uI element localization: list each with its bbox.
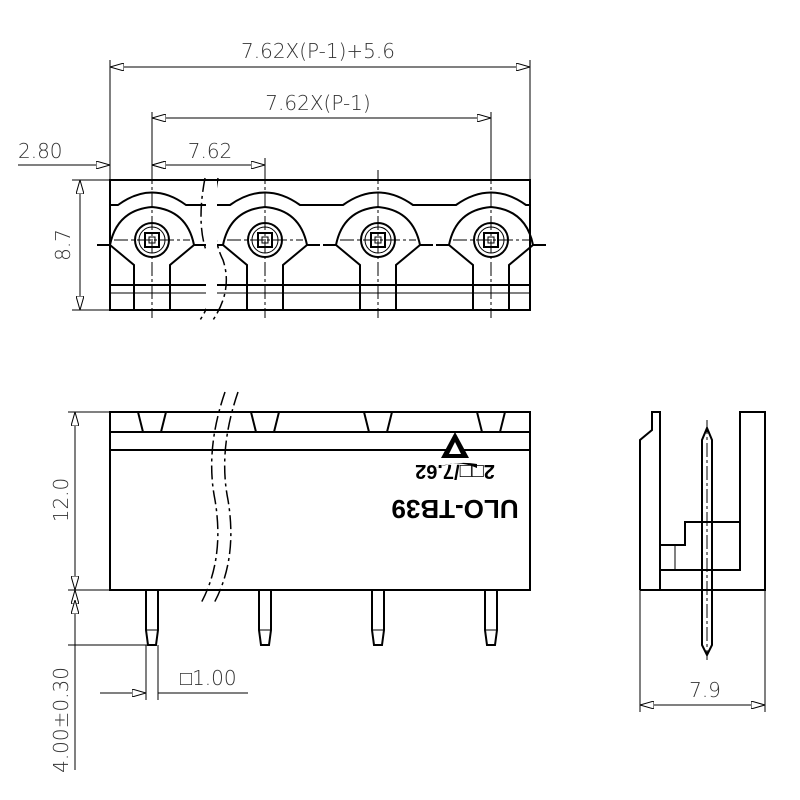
svg-text:4.00±0.30: 4.00±0.30 xyxy=(49,667,73,773)
svg-text:2.80: 2.80 xyxy=(18,139,63,163)
break-line-top xyxy=(199,177,228,321)
dimension-depth: 7.9 xyxy=(639,590,766,712)
break-line-front xyxy=(199,391,239,606)
svg-text:7.62X(P-1)+5.6: 7.62X(P-1)+5.6 xyxy=(241,39,395,63)
pin xyxy=(250,411,280,646)
pin xyxy=(363,411,393,646)
dimension-pin-square: □1.00 xyxy=(100,645,248,700)
dimension-top-height: 8.7 xyxy=(51,179,110,311)
svg-text:□1.00: □1.00 xyxy=(180,666,237,690)
top-view xyxy=(97,170,546,321)
svg-text:ULO-TB39: ULO-TB39 xyxy=(391,494,518,524)
pin xyxy=(476,411,506,646)
side-view xyxy=(639,411,766,660)
dimension-pitch: 7.62 xyxy=(152,139,266,180)
svg-text:7.9: 7.9 xyxy=(689,678,721,702)
pin xyxy=(137,411,167,646)
dimension-pin-span: 7.62X(P-1) xyxy=(151,91,492,180)
dimension-pin-length: 4.00±0.30 xyxy=(49,590,152,773)
brand-logo-icon xyxy=(431,432,477,470)
svg-text:7.62X(P-1): 7.62X(P-1) xyxy=(265,91,370,115)
dimension-overall: 7.62X(P-1)+5.6 xyxy=(109,39,531,180)
svg-text:7.62: 7.62 xyxy=(188,139,233,163)
svg-text:12.0: 12.0 xyxy=(49,478,73,523)
marking: 2□□/7.62 ULO-TB39 xyxy=(391,432,519,524)
dimension-edge-offset: 2.80 xyxy=(18,139,175,165)
front-view: 2□□/7.62 ULO-TB39 xyxy=(109,391,531,646)
svg-text:2□□/7.62: 2□□/7.62 xyxy=(415,460,495,482)
svg-text:8.7: 8.7 xyxy=(51,229,75,261)
dimension-body-height: 12.0 xyxy=(49,411,110,591)
